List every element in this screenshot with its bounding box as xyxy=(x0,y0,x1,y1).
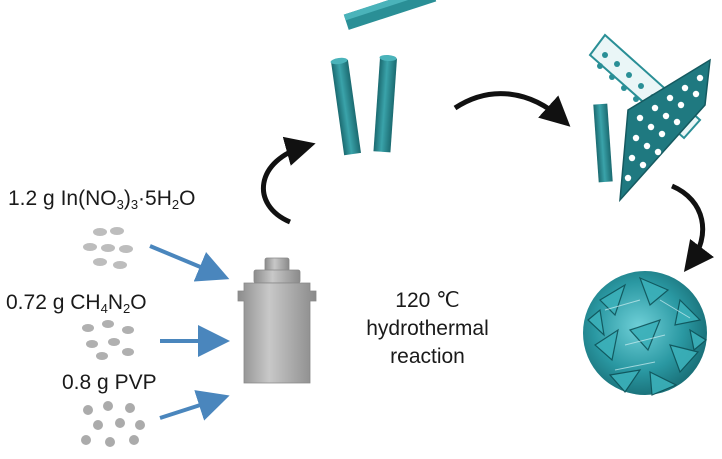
porous-nanosheets-icon xyxy=(588,33,711,203)
reaction-type-line1: hydrothermal xyxy=(366,317,489,340)
arrow-to-nanosheets xyxy=(453,91,571,127)
arrow-indium xyxy=(149,244,230,282)
indium-nitrate-powder xyxy=(83,227,133,269)
nanorods-icon xyxy=(330,0,437,156)
hierarchical-microsphere-icon xyxy=(583,271,708,396)
arrow-to-microflower xyxy=(670,183,715,272)
reagent-label-pvp: 0.8 g PVP xyxy=(62,371,157,394)
reaction-temperature: 120 ℃ xyxy=(395,289,460,312)
reagent-label-indium-nitrate: 1.2 g In(NO3)3·5H2O xyxy=(8,187,196,212)
pvp-powder xyxy=(81,401,145,447)
urea-powder xyxy=(82,320,134,360)
reagent-label-urea: 0.72 g CH4N2O xyxy=(6,291,147,316)
reaction-type-line2: reaction xyxy=(390,345,465,368)
reagent-arrows xyxy=(149,244,230,421)
autoclave-icon xyxy=(237,257,317,384)
arrow-to-nanorods xyxy=(261,136,316,225)
arrow-pvp xyxy=(159,390,230,421)
